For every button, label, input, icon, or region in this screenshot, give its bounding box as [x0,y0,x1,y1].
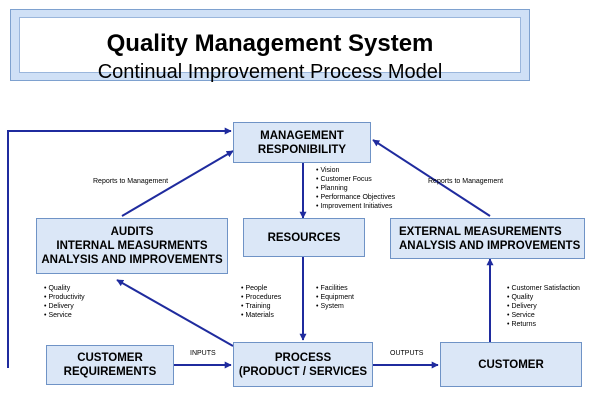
title-frame: Quality Management System Continual Impr… [19,17,521,83]
inputs-label: INPUTS [190,350,216,357]
external-measurements-box: EXTERNAL MEASUREMENTS ANALYSIS AND IMPRO… [390,218,585,259]
list-item: Customer Satisfaction [507,284,579,293]
facilities-bullet-list: Facilities Equipment System [316,284,354,311]
list-item: Delivery [44,302,85,311]
list-item: Facilities [316,284,354,293]
process-box: PROCESS (PRODUCT / SERVICES [233,342,373,387]
reports-to-management-label-right: Reports to Management [428,178,504,185]
management-box-line-2: RESPONIBILITY [257,143,347,156]
management-bullet-list: Vision Customer Focus Planning Performan… [316,166,395,211]
process-to-audits-arrow [116,279,234,347]
list-item: Procedures [241,293,281,302]
list-item: Quality [44,284,85,293]
customer-box: CUSTOMER [440,342,582,387]
list-item: Customer Focus [316,175,395,184]
customer-requirements-line-2: REQUIREMENTS [63,366,157,378]
audits-to-management-arrow [121,150,234,217]
audits-box-line-2: INTERNAL MEASURMENTS [56,240,208,252]
title-banner: Quality Management System Continual Impr… [10,9,530,83]
customer-box-label: CUSTOMER [478,358,544,371]
audits-bullet-list: Quality Productivity Delivery Service [44,284,85,320]
list-item: People [241,284,281,293]
management-responsibility-box: MANAGEMENT RESPONIBILITY [233,122,371,163]
resources-box-label: RESOURCES [267,231,341,244]
page-title: Quality Management System [106,30,434,57]
customer-requirements-box: CUSTOMER REQUIREMENTS [46,345,174,385]
external-box-line-1: EXTERNAL MEASUREMENTS [399,225,562,238]
list-item: Productivity [44,293,84,302]
outputs-label: OUTPUTS [390,350,424,357]
list-item: Returns [507,320,580,329]
list-item: Delivery [507,302,580,311]
process-box-line-2: (PRODUCT / SERVICES [238,365,368,378]
list-item: Performance Objectives [316,193,395,202]
list-item: System [316,302,354,311]
external-box-line-2: ANALYSIS AND IMPROVEMENTS [399,239,581,252]
list-item: Service [44,311,85,320]
management-box-line-1: MANAGEMENT [260,129,344,142]
list-item: Materials [241,311,281,320]
customer-bullet-list: Customer Satisfaction Quality Delivery S… [507,284,580,329]
page-subtitle: Continual Improvement Process Model [97,61,443,83]
audits-box-line-1: AUDITS [110,226,154,238]
list-item: Equipment [316,293,353,302]
list-item: Quality [507,293,580,302]
audits-box-line-3: ANALYSIS AND IMPROVEMENTS [41,254,223,266]
list-item: Improvement Initiatives [316,202,395,211]
feedback-loop-arrow [7,127,232,368]
reports-to-management-label-left: Reports to Management [93,178,169,185]
list-item: Planning [316,184,395,193]
people-bullet-list: People Procedures Training Materials [241,284,281,320]
external-to-management-arrow [372,139,491,217]
process-box-line-1: PROCESS [274,351,332,364]
audits-box: AUDITS INTERNAL MEASURMENTS ANALYSIS AND… [36,218,228,274]
list-item: Service [507,311,580,320]
customer-requirements-line-1: CUSTOMER [77,352,143,364]
resources-box: RESOURCES [243,218,365,257]
list-item: Training [241,302,281,311]
list-item: Vision [316,166,395,175]
